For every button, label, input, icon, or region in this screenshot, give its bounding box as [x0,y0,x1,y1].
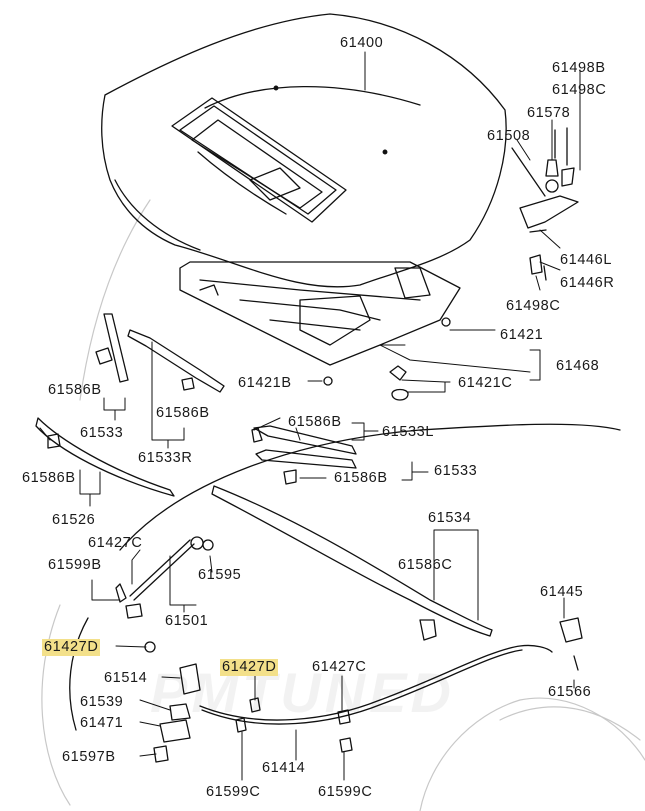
label-61421B: 61421B [238,375,292,391]
label-61586C: 61586C [398,557,453,573]
label-61533-b: 61533 [434,463,478,479]
leader-lines [39,51,581,781]
label-61508: 61508 [487,128,531,144]
label-61414: 61414 [262,760,306,776]
label-61566: 61566 [548,684,592,700]
label-61533R: 61533R [138,450,193,466]
label-61400: 61400 [340,35,384,51]
label-61446R: 61446R [560,275,615,291]
label-61498B: 61498B [552,60,606,76]
label-61595: 61595 [198,567,242,583]
label-61578: 61578 [527,105,571,121]
label-61599C-b: 61599C [318,784,373,800]
label-61539: 61539 [80,694,124,710]
label-61498C-mid: 61498C [506,298,561,314]
label-61599B: 61599B [48,557,102,573]
label-61526: 61526 [52,512,96,528]
label-61586B-c: 61586B [288,414,342,430]
label-61599C-a: 61599C [206,784,261,800]
label-61446L: 61446L [560,252,612,268]
hood-panel [101,13,507,288]
label-61501: 61501 [165,613,209,629]
label-61597B: 61597B [62,749,116,765]
hood-outline-arc [119,423,621,551]
label-61586B-e: 61586B [22,470,76,486]
label-61533: 61533 [80,425,124,441]
label-61533L: 61533L [382,424,434,440]
hood-hinge [511,127,579,275]
front-seal [211,485,493,641]
label-61534: 61534 [428,510,472,526]
label-61427C-a: 61427C [88,535,143,551]
label-61445: 61445 [540,584,584,600]
label-61586B-a: 61586B [48,382,102,398]
label-61514: 61514 [104,670,148,686]
label-61427C-b: 61427C [312,659,367,675]
label-61498C-top: 61498C [552,82,607,98]
hinge-bolts [543,265,547,281]
label-61471: 61471 [80,715,124,731]
label-61468: 61468 [556,358,600,374]
hood-inner-frame [179,261,461,366]
label-61586B-b: 61586B [156,405,210,421]
label-61586B-d: 61586B [334,470,388,486]
hood-outline-arc-lower [69,617,89,731]
car-body-outline [41,199,645,811]
label-61427D-a-highlighted: 61427D [42,639,101,656]
weatherstrips-left [35,313,225,497]
hood-release-cable [144,617,583,763]
label-61421C: 61421C [458,375,513,391]
label-61421: 61421 [500,327,544,343]
label-61427D-b-highlighted: 61427D [220,659,279,676]
hood-support-rod [115,536,214,619]
